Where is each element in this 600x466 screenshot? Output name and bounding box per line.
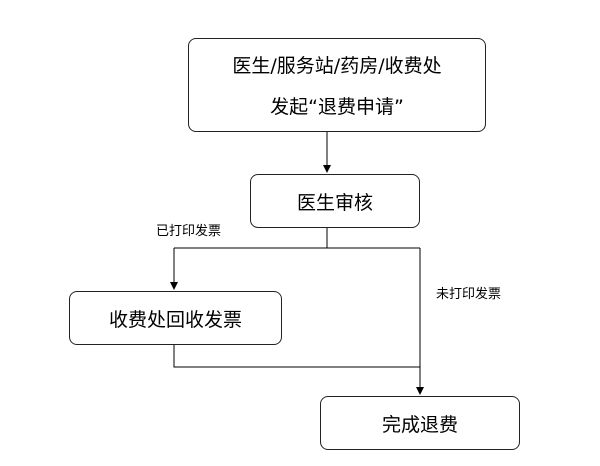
node-doctor-review: 医生审核 (250, 174, 420, 228)
node-refund-complete: 完成退费 (320, 396, 520, 450)
node-refund-complete-label: 完成退费 (381, 413, 458, 436)
edge-label-printed: 已打印发票 (156, 224, 222, 239)
node-recover-invoice: 收费处回收发票 (69, 291, 282, 345)
node-refund-request-line1: 医生/服务站/药房/收费处 (232, 55, 442, 77)
node-refund-request: 医生/服务站/药房/收费处 发起“退费申请” (188, 38, 486, 132)
node-refund-request-line2: 发起“退费申请” (270, 96, 404, 118)
node-doctor-review-label: 医生审核 (296, 191, 373, 214)
node-recover-invoice-label: 收费处回收发票 (108, 308, 242, 331)
edge-label-unprinted: 未打印发票 (436, 287, 502, 302)
connector-recover-to-done (173, 345, 420, 368)
